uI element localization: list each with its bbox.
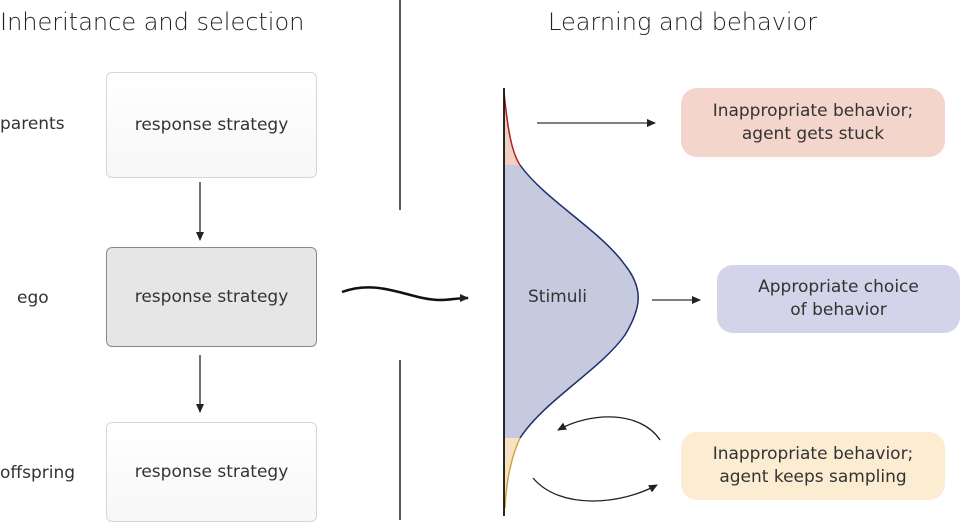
row-label-parents: parents bbox=[0, 114, 65, 134]
parents-strategy-box: response strategy bbox=[106, 72, 317, 178]
tail-bottom-region bbox=[504, 438, 520, 508]
tail-top-region bbox=[504, 93, 520, 165]
curve-yellow bbox=[504, 437, 521, 509]
outcome-line: agent gets stuck bbox=[741, 123, 885, 144]
arrow-sampling-back bbox=[557, 416, 661, 441]
curve-blue bbox=[519, 164, 639, 439]
outcome-sampling: Inappropriate behavior; agent keeps sampl… bbox=[681, 432, 945, 500]
left-panel-title: Inheritance and selection bbox=[0, 8, 305, 36]
ego-strategy-box: response strategy bbox=[106, 247, 317, 347]
outcome-line: Appropriate choice bbox=[758, 277, 919, 297]
box-label: response strategy bbox=[134, 462, 289, 482]
outcome-line: agent keeps sampling bbox=[719, 467, 907, 487]
box-label: response strategy bbox=[134, 115, 289, 135]
wavy-arrow bbox=[341, 286, 469, 303]
outcome-line: of behavior bbox=[790, 300, 887, 320]
row-label-ego: ego bbox=[17, 288, 49, 308]
outcome-appropriate: Appropriate choice of behavior bbox=[717, 265, 960, 333]
arrow-sampling-forward bbox=[532, 477, 658, 502]
row-label-offspring: offspring bbox=[0, 463, 76, 483]
stimuli-label: Stimuli bbox=[528, 287, 587, 307]
offspring-strategy-box: response strategy bbox=[106, 422, 317, 522]
outcome-stuck: Inappropriate behavior;agent gets stuck bbox=[681, 88, 945, 157]
right-panel-title: Learning and behavior bbox=[548, 8, 818, 36]
box-label: response strategy bbox=[134, 287, 289, 307]
center-region bbox=[504, 165, 639, 438]
outcome-line: Inappropriate behavior; bbox=[712, 444, 914, 464]
outcome-line: Inappropriate behavior; bbox=[712, 100, 914, 121]
